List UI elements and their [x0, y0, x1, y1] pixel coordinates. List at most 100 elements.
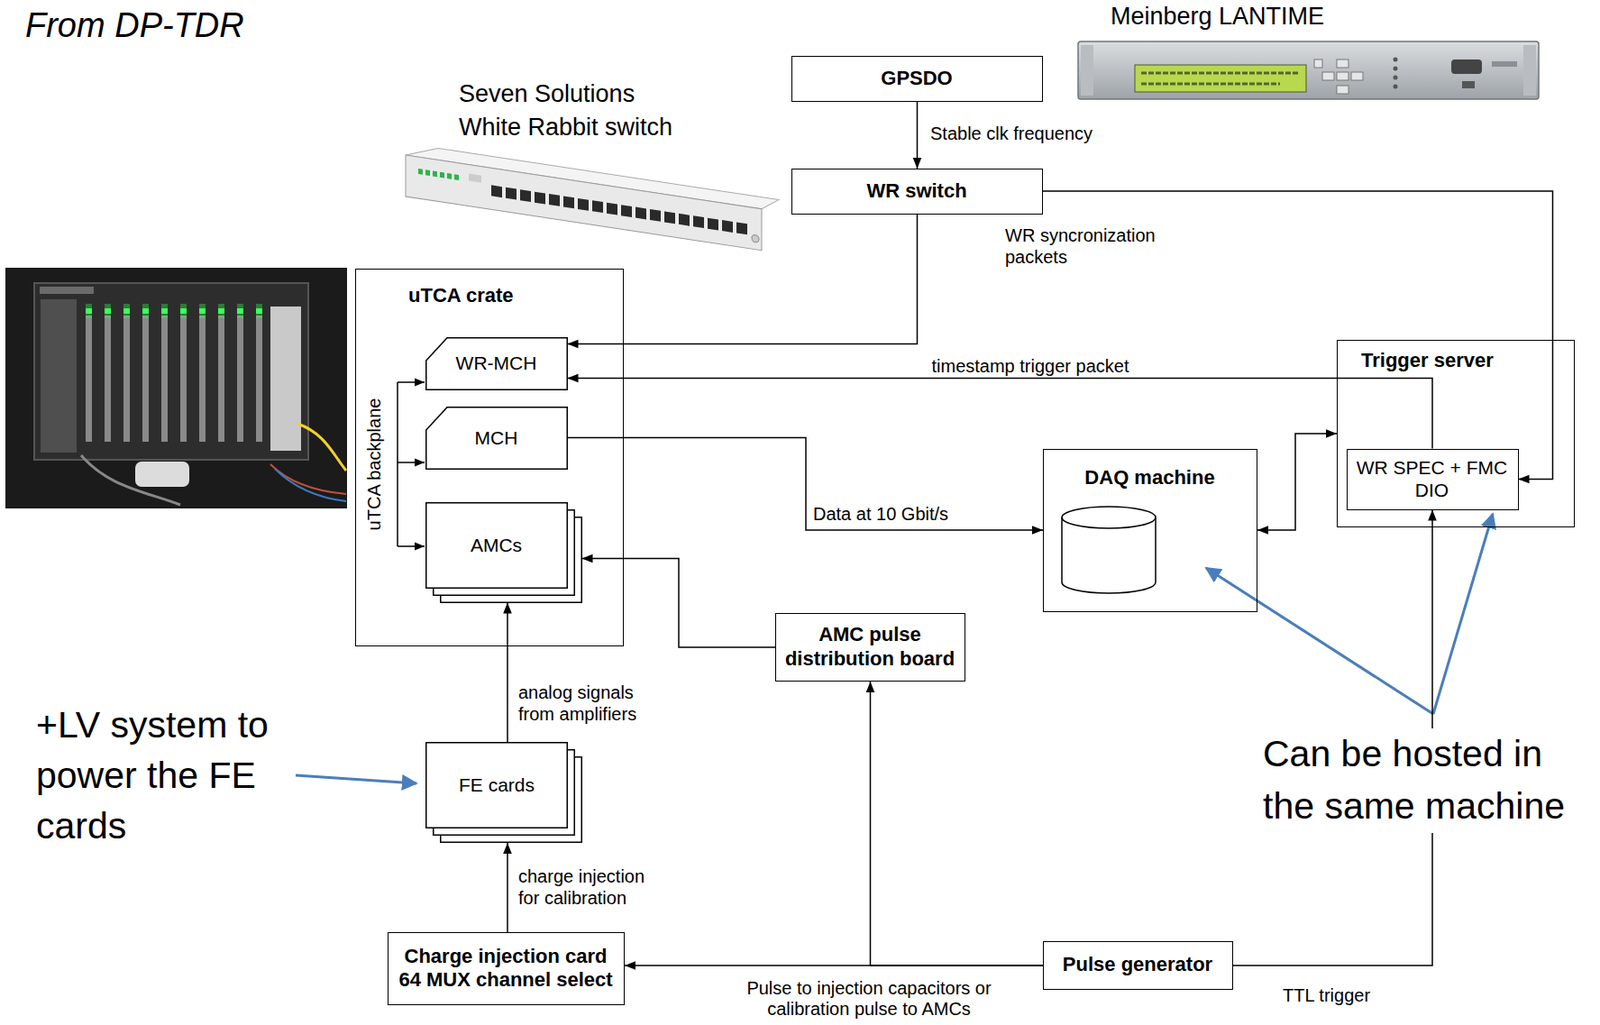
connector-arrow [1257, 433, 1337, 531]
connector-arrow [582, 558, 777, 649]
device-body [1078, 41, 1539, 100]
node-face: AMC pulse distribution board [776, 613, 964, 680]
backplane-line [396, 382, 399, 547]
chamfer-outline [425, 337, 567, 390]
grey-cable [81, 455, 181, 505]
key-button [1322, 72, 1335, 81]
edge-label: analog signals from amplifiers [516, 681, 656, 725]
process-box: WR switch [791, 168, 1043, 215]
container-box: Trigger server WR SPEC + FMC DIO [1336, 339, 1575, 528]
callout-arrow [1433, 513, 1493, 714]
lcd-line [1141, 72, 1299, 75]
backplane-arrow [397, 381, 425, 384]
white-box [135, 461, 190, 487]
edge-label: TTL trigger [1280, 984, 1372, 1006]
node-label: WR switch [866, 179, 967, 203]
node-label: GPSDO [880, 66, 952, 91]
power-module [270, 306, 302, 451]
crate-cards [85, 315, 275, 442]
key-button [1336, 59, 1349, 68]
edge-label: timestamp trigger packet [930, 355, 1132, 377]
node-face: WR SPEC + FMC DIO [1347, 449, 1518, 509]
process-box: WR SPEC + FMC DIO [1346, 448, 1519, 511]
annotation-label: Seven Solutions White Rabbit switch [458, 77, 685, 146]
node-face: WR switch [792, 169, 1042, 213]
colour-wire [270, 464, 347, 494]
status-led [1393, 57, 1399, 63]
node-label: WR SPEC + FMC DIO [1353, 456, 1511, 502]
connector-arrow [506, 842, 509, 933]
backplane-arrow [397, 545, 425, 548]
backplane-wires [397, 382, 425, 547]
node-face: DAQ machine [1043, 449, 1256, 611]
module-box: MCH [425, 406, 568, 470]
annotation-label: uTCA backplane [363, 398, 385, 531]
cylinder-top [1061, 506, 1156, 529]
process-box: Pulse generator [1042, 941, 1234, 990]
usb-port [1462, 81, 1475, 89]
node-face: FE cards [425, 741, 568, 829]
node-label: uTCA crate [408, 283, 514, 308]
led-glow [85, 303, 275, 319]
annotation-label: Meinberg LANTIME [1110, 1, 1325, 31]
lcd-line [1141, 82, 1280, 86]
connector-arrow [567, 214, 918, 345]
process-box: Charge injection card 64 MUX channel sel… [387, 932, 625, 1006]
node-face: AMCs [425, 502, 568, 589]
node-label: Pulse generator [1062, 952, 1213, 977]
rack-ear [1523, 45, 1536, 96]
colour-wire [274, 468, 347, 502]
backplane-arrow [397, 461, 425, 464]
lcd-display [1134, 64, 1307, 92]
switch-front [405, 155, 762, 251]
node-label: Charge injection card 64 MUX channel sel… [395, 944, 617, 993]
annotation-label: +LV system to power the FE cards [36, 699, 307, 851]
chamfer-outline [425, 406, 567, 469]
switch-screw [751, 234, 759, 243]
container-box: uTCA crateWR-MCH MCH AMCs [355, 268, 624, 647]
status-led [1393, 75, 1399, 81]
crate-module [40, 299, 77, 453]
edge-label: Pulse to injection capacitors or calibra… [727, 978, 1011, 1020]
serial-port [1451, 59, 1482, 74]
connector-arrow [567, 438, 1044, 531]
callout-arrow [1206, 567, 1434, 714]
process-box: GPSDO [791, 55, 1043, 102]
node-face: GPSDO [792, 56, 1042, 101]
node-label: WR-MCH [456, 351, 538, 375]
crate-body [34, 283, 309, 460]
status-led [1393, 66, 1399, 72]
microtca-photo [5, 267, 348, 509]
node-face: WR-MCH [425, 337, 568, 391]
card-outline [425, 502, 567, 588]
node-label: Trigger server [1361, 348, 1494, 373]
stacked-cards: AMCs [425, 502, 583, 604]
stacked-cards: FE cards [425, 741, 583, 843]
switch-plate [468, 173, 482, 183]
node-face: MCH [425, 406, 568, 470]
node-label: AMC pulse distribution board [782, 622, 959, 671]
edge-label: charge injection for calibration [516, 865, 660, 909]
server-box: DAQ machine [1042, 448, 1258, 613]
switch-leds [418, 171, 460, 178]
node-label: FE cards [458, 773, 535, 796]
diagram-title: From DP-TDR [25, 5, 245, 47]
key-button [1351, 72, 1363, 81]
meinberg-device [1078, 41, 1539, 100]
photo-background [5, 267, 348, 509]
panel-plate [1491, 61, 1518, 67]
node-label: MCH [475, 426, 519, 449]
node-label: AMCs [470, 533, 522, 557]
connector-arrow [870, 681, 1044, 966]
connector-arrow [916, 101, 919, 169]
edge-label: WR syncronization packets [1003, 224, 1188, 268]
process-box: AMC pulse distribution board [775, 612, 966, 682]
green-leds [85, 308, 275, 314]
rack-ear [1080, 45, 1094, 96]
crate-badge [39, 286, 94, 294]
database-cylinder [1061, 506, 1156, 594]
annotation-label: Can be hosted in the same machine [1262, 728, 1574, 833]
